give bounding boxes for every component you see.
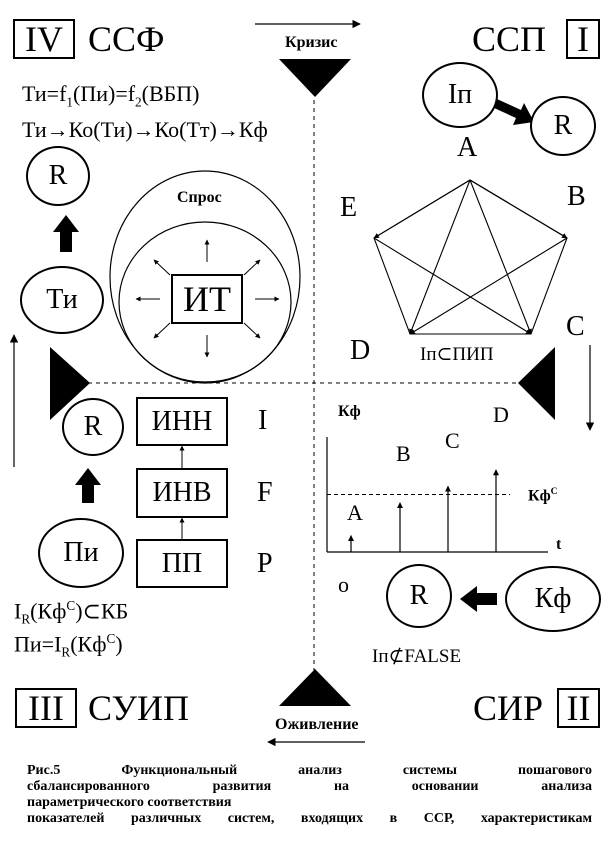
chart-cat-c: C	[445, 428, 460, 453]
quadrant-iv-name: ССФ	[88, 19, 165, 59]
right-triangle	[518, 347, 555, 420]
vertex-d: D	[350, 335, 371, 366]
inn-box: ИНН	[136, 397, 228, 446]
chart-origin-label: o	[338, 572, 349, 597]
chart-cat-b: B	[396, 441, 411, 466]
it-box: ИТ	[171, 274, 243, 324]
chart-threshold-label: КфC	[528, 486, 558, 505]
caption-line-3: параметрического соответствия	[27, 795, 232, 810]
chart-y-label: Кф	[338, 403, 361, 420]
vertex-e: E	[340, 192, 358, 223]
demand-ellipse	[109, 170, 301, 384]
pi-to-r-arrow	[75, 468, 101, 503]
caption-line-1: Рис.5 Функциональный анализ системы поша…	[27, 763, 592, 778]
crisis-label: Кризис	[285, 34, 338, 51]
q4-r-circle: R	[26, 146, 90, 206]
ip-circle: Iп	[422, 62, 498, 128]
inv-box: ИНВ	[136, 468, 228, 518]
top-triangle	[279, 59, 351, 97]
demand-label: Спрос	[177, 189, 222, 206]
q4-formula-1: Ти=f1(Пи)=f2(ВБП)	[22, 81, 200, 110]
quadrant-iii-name: СУИП	[88, 688, 190, 728]
pp-box: ПП	[136, 539, 228, 588]
figure-caption: Рис.5 Функциональный анализ системы поша…	[27, 763, 592, 827]
chart-cat-d: D	[493, 402, 509, 427]
kf-circle: Кф	[505, 566, 601, 632]
q3-formula-1: IR(КфC)⊂КБ	[14, 598, 129, 627]
ip-to-r-arrow	[492, 99, 534, 125]
quadrant-i-roman: I	[566, 19, 600, 59]
q3-r-circle: R	[62, 398, 124, 456]
bottom-triangle	[279, 669, 351, 706]
caption-line-4: показателей различных систем, входящих в…	[27, 811, 592, 826]
q3-formula-2: Пи=IR(КфC)	[14, 631, 123, 660]
level-i: I	[258, 405, 268, 436]
level-p: P	[257, 548, 273, 579]
kf-to-r-arrow	[460, 586, 497, 612]
vertex-a: A	[457, 132, 478, 163]
ip-subset-label: Iп⊂ПИП	[420, 344, 494, 365]
chart-cat-a: A	[347, 500, 363, 525]
inner-ellipse	[118, 221, 292, 383]
pentagon	[373, 179, 568, 335]
ti-circle: Ти	[20, 266, 104, 334]
kf-chart	[326, 437, 548, 553]
vertex-c: C	[566, 311, 585, 342]
quadrant-iii-roman: III	[15, 688, 77, 728]
ti-to-r-arrow	[53, 215, 79, 252]
pi-circle: Пи	[38, 518, 124, 588]
quadrant-ii-name: СИР	[473, 688, 544, 728]
chart-x-label: t	[556, 536, 562, 553]
q4-formula-2: Ти→Ко(Ти)→Ко(Тт)→Кф	[22, 117, 268, 142]
false-label: Iп⊄FALSE	[372, 646, 462, 667]
quadrant-i-name: ССП	[472, 19, 547, 59]
vertex-b: B	[567, 181, 586, 212]
level-f: F	[257, 477, 273, 508]
left-triangle	[50, 347, 90, 420]
caption-line-2: сбалансированного развития на основании …	[27, 779, 592, 794]
q1-r-circle: R	[530, 96, 596, 156]
revival-label: Оживление	[275, 716, 359, 733]
quadrant-iv-roman: IV	[13, 19, 75, 59]
quadrant-ii-roman: II	[557, 688, 600, 728]
q2-r-circle: R	[386, 564, 452, 628]
it-arrows	[135, 239, 280, 358]
